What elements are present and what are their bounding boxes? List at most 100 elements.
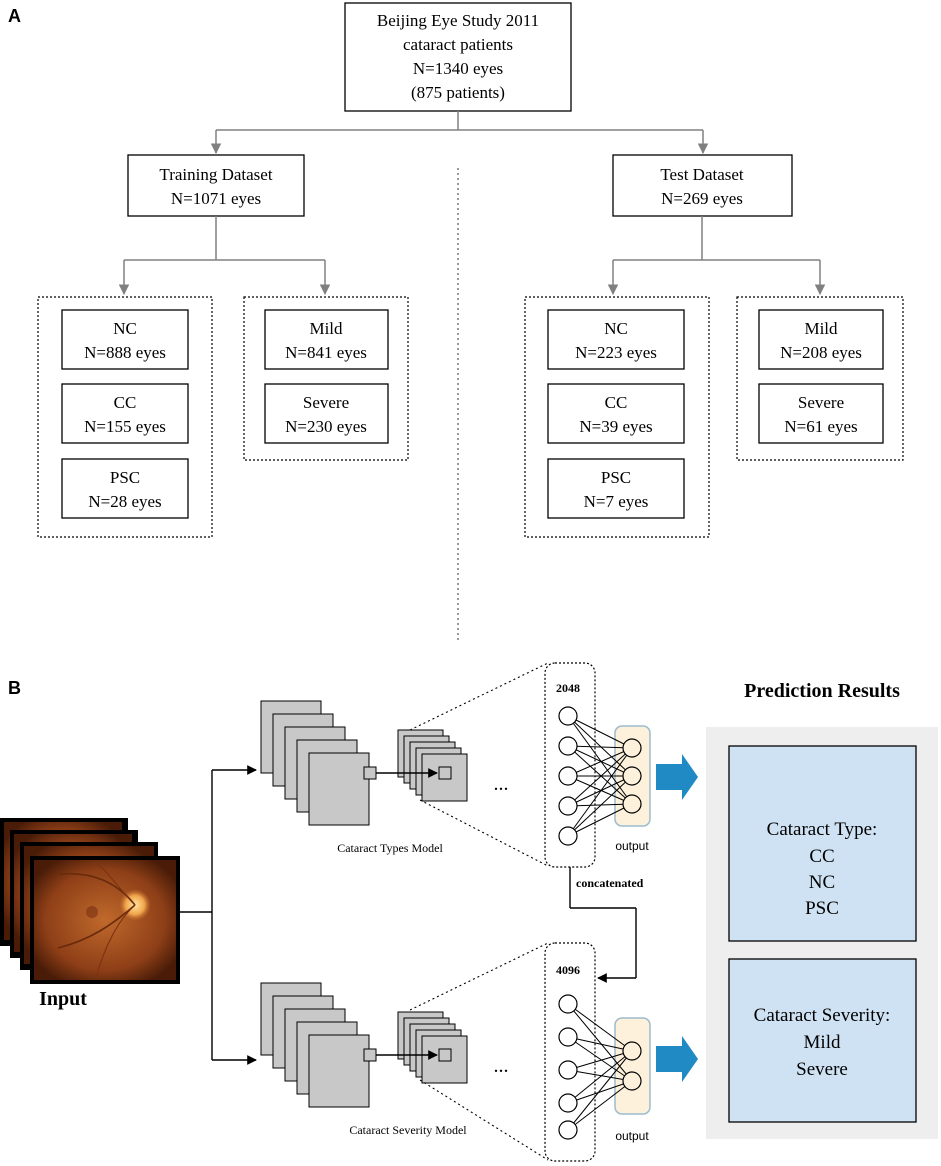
training-type-group — [37, 296, 213, 538]
severity-model-label: Cataract Severity Model — [349, 1123, 467, 1137]
input-label: Input — [39, 988, 87, 1010]
types-feature-map-5 — [308, 752, 370, 826]
types-hidden-neuron-3 — [558, 766, 578, 786]
severity-network — [558, 994, 642, 1140]
severity-hidden-neuron-1 — [558, 994, 578, 1014]
training-psc-box: PSC N=28 eyes — [61, 458, 189, 519]
types-ellipsis: ... — [494, 773, 509, 795]
types-hidden-neuron-4 — [558, 796, 578, 816]
types-connection — [567, 775, 633, 807]
severity-result-box: Cataract Severity: Mild Severe — [728, 958, 917, 1123]
root-subtitle: cataract patients — [403, 35, 513, 54]
training-psc-name: PSC — [110, 468, 140, 487]
types-connection — [567, 745, 633, 749]
training-severe-box: Severe N=230 eyes — [264, 383, 389, 444]
test-severe-count: N=61 eyes — [784, 417, 857, 436]
training-mild-name: Mild — [309, 319, 343, 338]
training-count: N=1071 eyes — [171, 189, 261, 208]
severity-output-neuron-1 — [622, 1041, 642, 1061]
severity-connection — [567, 1050, 633, 1071]
severity-feature-map-5 — [308, 1034, 370, 1108]
input-branch-arrows — [178, 765, 257, 1065]
types-connection — [567, 715, 633, 777]
root-title: Beijing Eye Study 2011 — [377, 11, 539, 30]
types-output-neuron-1 — [622, 738, 642, 758]
test-dataset-box: Test Dataset N=269 eyes — [612, 154, 793, 217]
types-connection — [567, 803, 633, 807]
training-cc-name: CC — [114, 393, 137, 412]
severity-result-severe: Severe — [796, 1059, 848, 1080]
results-title: Prediction Results — [744, 680, 900, 702]
severity-connection — [567, 1080, 633, 1131]
fundus-image-stack — [0, 818, 180, 984]
test-psc-count: N=7 eyes — [584, 492, 649, 511]
training-mild-box: Mild N=841 eyes — [264, 309, 389, 370]
training-connectors — [118, 216, 331, 296]
types-connection — [567, 747, 633, 777]
root-connectors — [210, 111, 709, 155]
severity-hidden-neuron-3 — [558, 1060, 578, 1080]
severity-connection — [567, 1036, 633, 1052]
types-connection — [567, 747, 633, 837]
types-model-label: Cataract Types Model — [337, 841, 443, 855]
severity-connection — [567, 1003, 633, 1082]
test-mild-count: N=208 eyes — [780, 343, 862, 362]
concat-label: concatenated — [576, 876, 644, 890]
training-severe-count: N=230 eyes — [285, 417, 367, 436]
test-cc-name: CC — [605, 393, 628, 412]
severity-neuron-count: 4096 — [556, 963, 580, 977]
types-model-conv-stack — [260, 700, 370, 826]
severity-connection — [567, 1080, 633, 1104]
severity-hidden-neuron-5 — [558, 1120, 578, 1140]
test-cc-count: N=39 eyes — [579, 417, 652, 436]
types-output-neuron-3 — [622, 794, 642, 814]
types-connection — [567, 715, 633, 805]
test-title: Test Dataset — [660, 165, 744, 184]
training-severity-group — [243, 296, 409, 461]
severity-model-pool-stack — [397, 1011, 468, 1084]
test-severe-name: Severe — [798, 393, 844, 412]
severity-output-neuron-2 — [622, 1071, 642, 1091]
severity-model-conv-stack — [260, 982, 370, 1108]
root-box: Beijing Eye Study 2011 cataract patients… — [344, 2, 572, 112]
type-result-cc: CC — [809, 846, 834, 867]
panel-a-label: A — [8, 6, 21, 26]
type-result-nc: NC — [809, 872, 835, 893]
types-connection — [567, 775, 633, 837]
severity-hidden-neuron-2 — [558, 1027, 578, 1047]
types-connection — [567, 803, 633, 837]
severity-result-title: Cataract Severity: — [754, 1005, 891, 1026]
test-cc-box: CC N=39 eyes — [547, 383, 685, 444]
type-result-psc: PSC — [805, 898, 839, 919]
severity-connection — [567, 1069, 633, 1082]
types-connection — [567, 745, 633, 777]
types-hidden-neuron-1 — [558, 706, 578, 726]
types-hidden-neuron-5 — [558, 826, 578, 846]
severity-connection — [567, 1050, 633, 1104]
training-title: Training Dataset — [159, 165, 272, 184]
types-neuron-count: 2048 — [556, 681, 580, 695]
test-mild-box: Mild N=208 eyes — [758, 309, 884, 370]
root-patient-count: (875 patients) — [411, 83, 505, 102]
test-nc-count: N=223 eyes — [575, 343, 657, 362]
severity-zoom-lines — [409, 942, 549, 1161]
training-psc-count: N=28 eyes — [88, 492, 161, 511]
severity-model-kernel — [363, 1048, 452, 1062]
severity-connection — [567, 1050, 633, 1131]
types-connection — [567, 715, 633, 749]
training-nc-name: NC — [113, 319, 137, 338]
test-type-group — [524, 296, 710, 538]
test-psc-name: PSC — [601, 468, 631, 487]
severity-connection — [567, 1036, 633, 1082]
types-connection — [567, 775, 633, 805]
test-nc-name: NC — [604, 319, 628, 338]
training-nc-box: NC N=888 eyes — [61, 309, 189, 370]
type-result-box: Cataract Type: CC NC PSC — [728, 745, 917, 942]
root-eye-count: N=1340 eyes — [413, 59, 503, 78]
test-mild-name: Mild — [804, 319, 838, 338]
test-severity-group — [736, 296, 904, 461]
training-cc-box: CC N=155 eyes — [61, 383, 189, 444]
types-output-label: output — [615, 839, 649, 853]
